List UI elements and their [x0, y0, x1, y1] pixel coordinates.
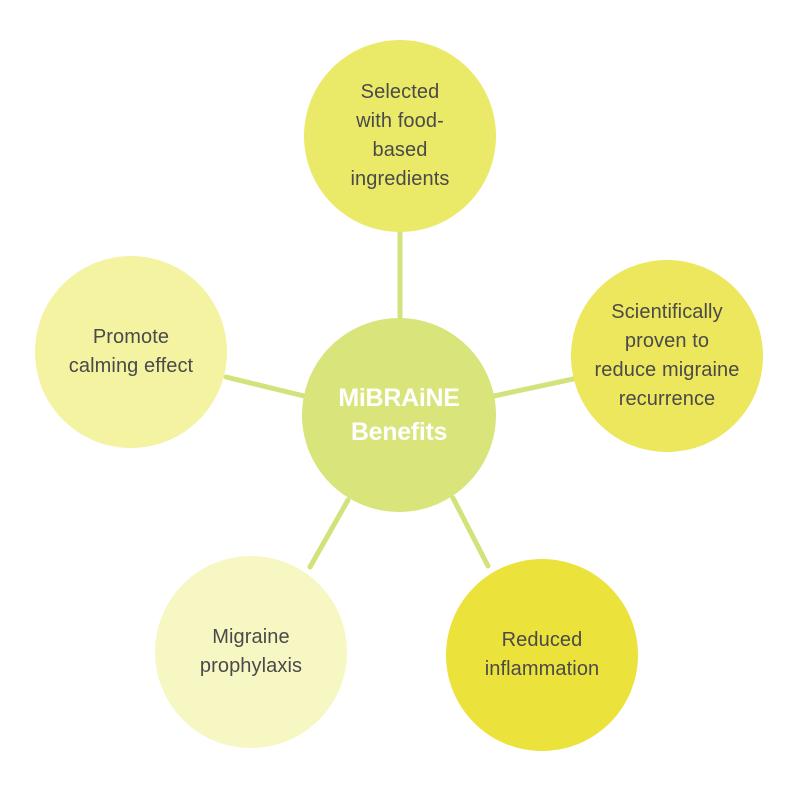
- benefit-node-calming: Promote calming effect: [35, 256, 227, 448]
- connector-bottom-left: [307, 497, 351, 570]
- label-line: Selected: [360, 81, 440, 103]
- connector-right: [491, 376, 576, 399]
- benefit-label-prophylaxis: Migraine prophylaxis: [186, 623, 316, 681]
- benefit-node-inflammation: Reduced inflammation: [446, 559, 638, 751]
- label-line: calming effect: [68, 355, 194, 377]
- label-line: Scientifically: [611, 301, 723, 323]
- label-line: recurrence: [618, 388, 716, 410]
- label-line: proven to: [624, 330, 710, 352]
- center-title-line: Benefits: [350, 418, 448, 446]
- label-line: Migraine: [212, 626, 290, 648]
- label-line: with food-: [356, 110, 444, 132]
- label-line: Reduced: [501, 629, 583, 651]
- label-line: inflammation: [484, 658, 600, 680]
- benefit-node-scientific: Scientifically proven to reduce migraine…: [571, 260, 763, 452]
- label-line: based: [372, 139, 428, 161]
- benefit-label-inflammation: Reduced inflammation: [471, 626, 614, 684]
- label-line: Promote: [92, 326, 170, 348]
- label-line: prophylaxis: [199, 655, 303, 677]
- label-line: ingredients: [350, 168, 450, 190]
- benefit-label-calming: Promote calming effect: [55, 323, 207, 381]
- benefit-label-ingredients: Selected with food- based ingredients: [337, 78, 464, 194]
- center-title: MiBRAiNE Benefits: [338, 381, 460, 449]
- label-line: reduce migraine: [594, 359, 740, 381]
- benefit-label-scientific: Scientifically proven to reduce migraine…: [595, 298, 740, 414]
- connector-bottom-right: [450, 495, 491, 569]
- benefit-node-ingredients: Selected with food- based ingredients: [304, 40, 496, 232]
- connector-left: [223, 374, 307, 399]
- center-title-line: MiBRAiNE: [338, 384, 460, 412]
- benefit-node-prophylaxis: Migraine prophylaxis: [155, 556, 347, 748]
- center-node: MiBRAiNE Benefits: [302, 318, 496, 512]
